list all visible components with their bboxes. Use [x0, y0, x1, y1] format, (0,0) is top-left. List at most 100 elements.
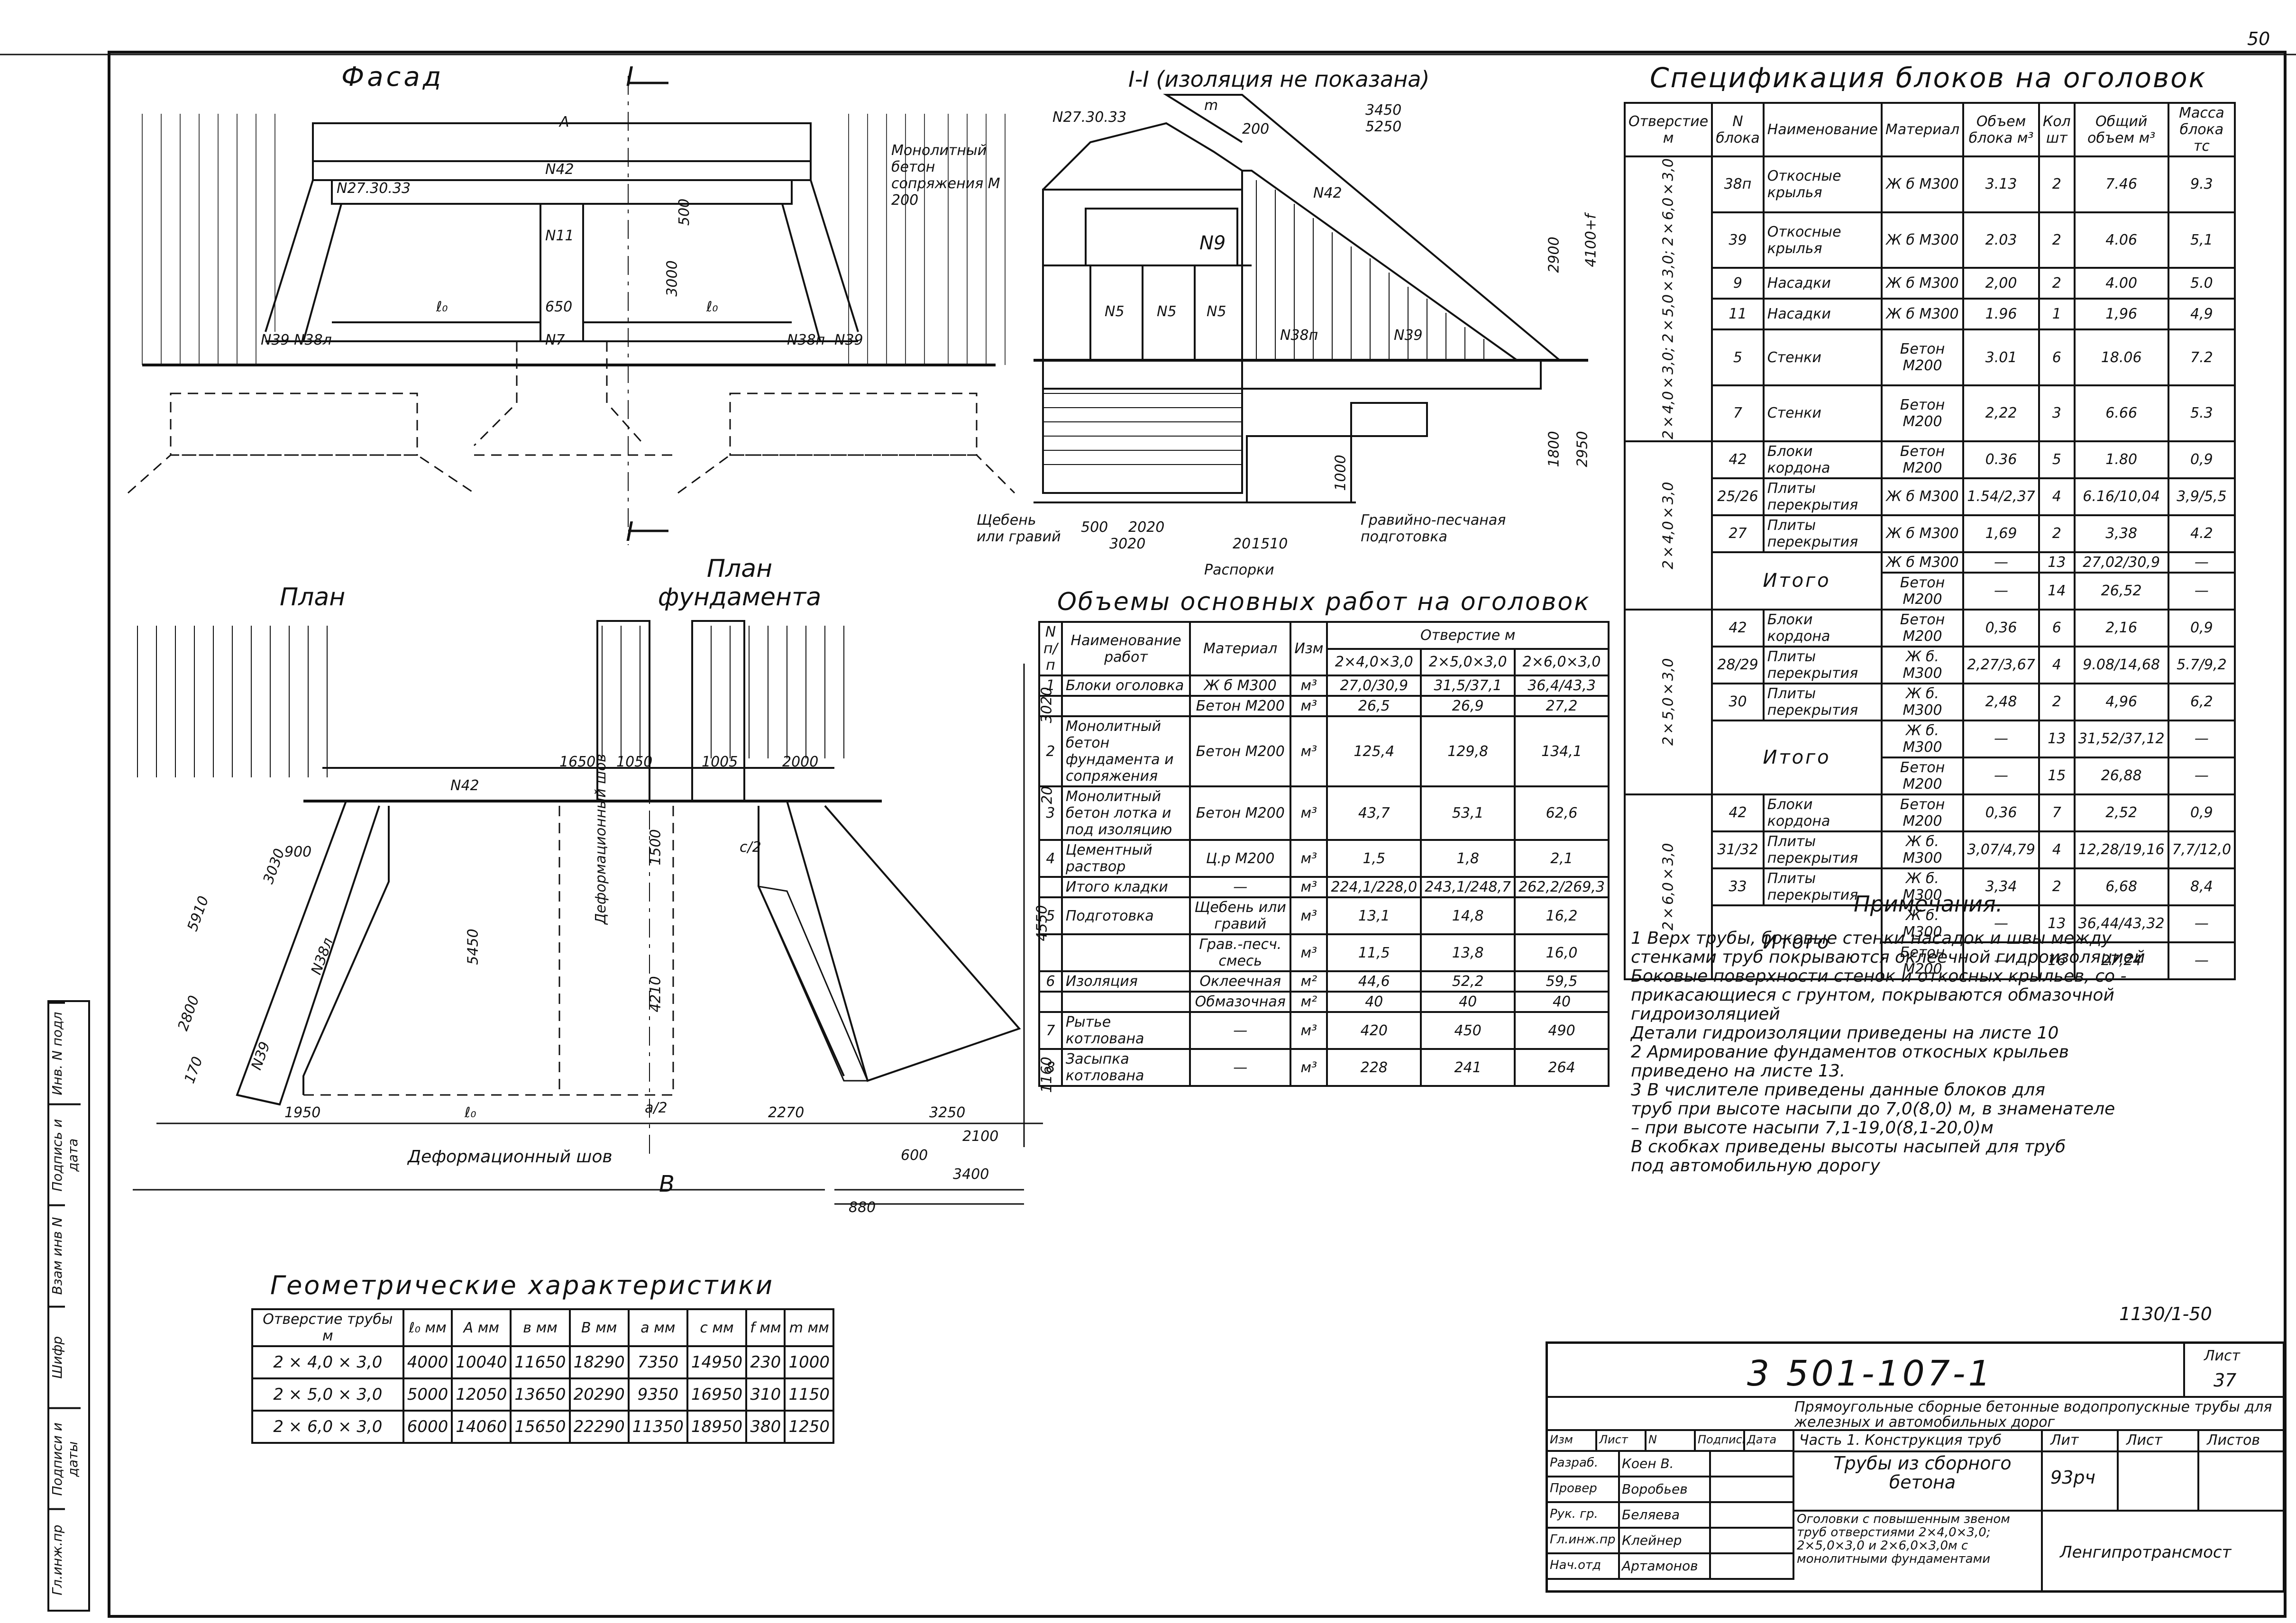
gravel-note: Щебень или гравий [977, 512, 1061, 545]
spec-cell: 2.03 [1962, 211, 2040, 269]
sheet-number: 37 [2214, 1370, 2237, 1391]
mark-l0-right: ℓ₀ [706, 299, 718, 315]
spec-cell: — [1962, 756, 2040, 795]
works-cell: 40 [1420, 991, 1516, 1013]
works-cell: 1 [1038, 675, 1063, 697]
spec-cell: — [2167, 756, 2236, 795]
note-line: стенками труб покрываются оклеечной гидр… [1631, 948, 2145, 967]
geom-header-cell: m мм [784, 1308, 834, 1347]
works-cell: Засыпка котлована [1061, 1048, 1191, 1087]
dim-B: В [659, 1171, 675, 1197]
spec-cell: 3.13 [1962, 155, 2040, 213]
geom-cell: 2 × 5,0 × 3,0 [251, 1377, 404, 1412]
works-cell: 420 [1326, 1011, 1422, 1050]
spec-header-row: Отверстие м N блока Наименование Материа… [1623, 102, 2236, 157]
spec-cell: 27,24 [2073, 941, 2169, 980]
mark-N27: N27.30.33 [337, 180, 411, 197]
works-header-cell: 2×5,0×3,0 [1420, 647, 1516, 676]
mark-5450: 5450 [465, 929, 482, 965]
mark-A: А [559, 114, 569, 130]
works-cell: 26,9 [1420, 695, 1516, 717]
spec-group-label: 2×4,0×3,0 [1625, 441, 1712, 610]
spec-cell: 36,44/43,32 [2073, 904, 2169, 943]
works-cell: — [1189, 1048, 1292, 1087]
signer-row: Рук. гр.Беляева [1548, 1503, 1794, 1529]
spec-total-label: Итого [1711, 551, 1883, 611]
geom-header-cell: а мм [627, 1308, 688, 1347]
mark-N39-right: N39 [834, 332, 863, 348]
spec-header-cell: Материал [1880, 102, 1965, 157]
spec-cell: 30 [1711, 682, 1765, 721]
geom-cell: 18290 [568, 1345, 630, 1379]
spec-cell: 6,2 [2167, 682, 2236, 721]
spec-header-cell: Объем блока м³ [1962, 102, 2040, 157]
works-header-cell: Изм [1290, 621, 1328, 676]
mark-N42-plan: N42 [450, 777, 479, 794]
works-cell: 262,2/269,3 [1514, 876, 1610, 898]
spec-cell: 4,96 [2073, 682, 2169, 721]
mark-m: m [1204, 97, 1218, 114]
spec-cell: 4 [2038, 830, 2076, 869]
geom-header-cell: В мм [568, 1308, 630, 1347]
spec-cell: — [2167, 941, 2236, 980]
note-line: 1 Верх трубы, боковые стенки насадок и ш… [1631, 929, 2112, 948]
works-header-group: Отверстие м [1326, 621, 1610, 650]
spec-cell: Ж б М300 [1880, 155, 1965, 213]
series-mark: 1130/1-50 [2119, 1304, 2212, 1324]
note-line: труб при высоте насыпи до 7,0(8,0) м, в … [1631, 1099, 2115, 1119]
works-cell: 264 [1514, 1048, 1610, 1087]
spec-cell: 9.08/14,68 [2073, 645, 2169, 684]
works-header-row: N п/п Наименование работ Материал Изм От… [1038, 621, 1610, 676]
spec-cell: 5.0 [2167, 267, 2236, 300]
spec-cell: 0.36 [1962, 440, 2040, 479]
stamp-header-cell: N докум [1647, 1431, 1696, 1450]
spec-cell: Блоки кордона [1762, 793, 1883, 832]
mark-3000: 3000 [664, 260, 681, 297]
signer-signature [1711, 1529, 1794, 1552]
works-cell: Оклеечная [1189, 970, 1292, 993]
stamp-lit: Лит [2050, 1432, 2079, 1449]
works-cell: м³ [1290, 675, 1328, 697]
mark-4210: 4210 [647, 976, 664, 1012]
spec-group-label: 2×4,0×3,0; 2×5,0×3,0; 2×6,0×3,0 [1625, 156, 1712, 441]
works-cell: — [1189, 1011, 1292, 1050]
mark-N5-2: N5 [1157, 303, 1177, 320]
spec-header-cell: Отверстие м [1623, 102, 1713, 157]
spec-cell: 3,38 [2073, 514, 2169, 553]
geom-table-title: Геометрические характеристики [270, 1270, 775, 1300]
spec-cell: 11 [1711, 298, 1765, 331]
stamp-part: Часть 1. Конструкция труб [1799, 1432, 2002, 1449]
note-line: приведено на листе 13. [1631, 1061, 1846, 1081]
spec-cell: 2,00 [1962, 267, 2040, 300]
signer-signature [1711, 1477, 1794, 1501]
def-joint-note: Деформационный шов [408, 1147, 613, 1167]
mark-N11: N11 [545, 228, 574, 244]
works-cell: 53,1 [1420, 785, 1516, 841]
spec-cell: Стенки [1762, 328, 1883, 387]
spec-cell: 28/29 [1711, 645, 1765, 684]
works-cell: 228 [1326, 1048, 1422, 1087]
mark-1950: 1950 [284, 1104, 321, 1121]
works-cell: м³ [1290, 695, 1328, 717]
spec-cell: 4.2 [2167, 514, 2236, 553]
geom-cell: 230 [745, 1345, 786, 1379]
mark-N39-section: N39 [1394, 327, 1423, 344]
spec-cell: 15 [2038, 756, 2076, 795]
works-cell: 490 [1514, 1011, 1610, 1050]
geom-cell: 14060 [451, 1410, 512, 1444]
spec-cell: Бетон М200 [1880, 328, 1965, 387]
